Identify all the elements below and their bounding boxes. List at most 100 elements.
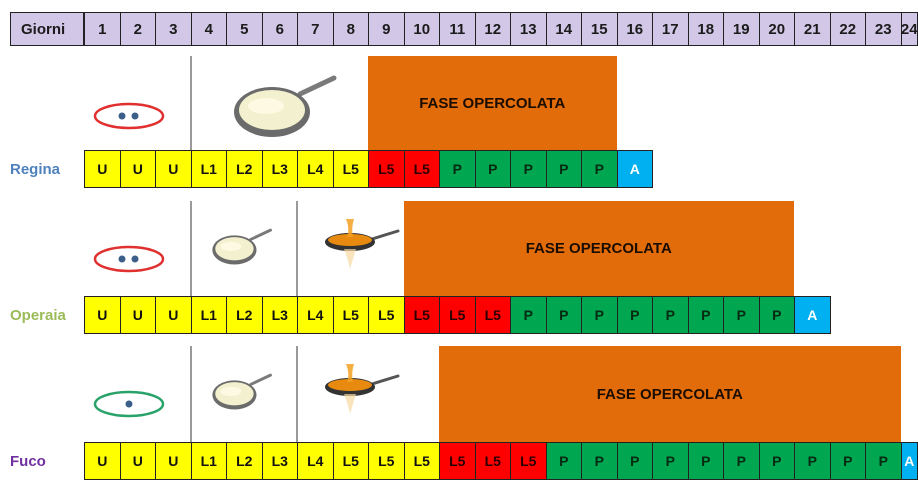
stage-cell: L5 [474,442,511,480]
stage-cell: P [439,150,476,188]
stage-cell: U [119,296,156,334]
header-day-6: 6 [261,12,298,46]
stage-cell: P [687,442,724,480]
header-day-2: 2 [119,12,156,46]
stage-cell: L5 [332,150,369,188]
header-day-11: 11 [439,12,476,46]
stage-cell: P [616,442,653,480]
header-day-13: 13 [510,12,547,46]
stage-cell: U [84,296,121,334]
stage-cell: P [758,442,795,480]
egg-cell-icon [93,102,165,130]
header-day-4: 4 [190,12,227,46]
stage-cell: L5 [332,442,369,480]
header-day-15: 15 [581,12,618,46]
column-divider [189,201,192,296]
header-day-24: 24 [900,12,918,46]
stage-cell: A [794,296,831,334]
stage-cell: P [616,296,653,334]
header-day-12: 12 [474,12,511,46]
header-day-8: 8 [332,12,369,46]
stage-cell: P [687,296,724,334]
stage-cell: U [119,442,156,480]
header-day-22: 22 [829,12,866,46]
caste-name-fuco: Fuco [10,452,46,470]
stage-cell: P [545,296,582,334]
honey-pollen-spoon-icon [325,364,400,414]
stage-cell: L5 [332,296,369,334]
header-day-16: 16 [616,12,653,46]
stage-cell: L3 [261,442,298,480]
stage-cell: P [652,442,689,480]
header-day-17: 17 [652,12,689,46]
stage-cell: P [581,442,618,480]
stage-cell: L5 [403,150,440,188]
column-divider [189,56,192,150]
stage-cell: P [581,150,618,188]
header-days-label: Giorni [10,12,84,46]
stage-cell: A [900,442,918,480]
stage-cell: P [723,296,760,334]
stage-cell: P [474,150,511,188]
honey-pollen-spoon-icon [325,219,400,269]
stage-cell: P [510,296,547,334]
stage-cell: P [794,442,831,480]
sealed-phase-operaia: FASE OPERCOLATA [403,201,794,296]
stage-cell: P [581,296,618,334]
header-day-19: 19 [723,12,760,46]
caste-name-operaia: Operaia [10,306,66,324]
stage-cell: L5 [439,296,476,334]
stage-cell: L2 [226,296,263,334]
stage-cell: U [155,150,192,188]
stage-cell: P [723,442,760,480]
header-day-18: 18 [687,12,724,46]
stage-cell: L1 [190,442,227,480]
sealed-phase-fuco: FASE OPERCOLATA [439,346,901,442]
stage-cell: L3 [261,150,298,188]
stage-cell: U [155,442,192,480]
header-day-5: 5 [226,12,263,46]
stage-cell: L5 [403,296,440,334]
stage-cell: P [545,442,582,480]
stage-cell: L5 [439,442,476,480]
stage-cell: A [616,150,653,188]
stage-cell: U [119,150,156,188]
egg-cell-icon [93,390,165,418]
column-divider [189,346,192,442]
header-day-23: 23 [865,12,902,46]
stage-cell: L4 [297,442,334,480]
royal-jelly-spoon-icon [234,75,337,137]
header-day-7: 7 [297,12,334,46]
header-day-21: 21 [794,12,831,46]
stage-cell: U [84,150,121,188]
header-day-1: 1 [84,12,121,46]
stage-cell: L3 [261,296,298,334]
header-day-14: 14 [545,12,582,46]
caste-name-regina: Regina [10,160,61,178]
stage-cell: L5 [368,296,405,334]
stage-cell: L5 [368,442,405,480]
stage-cell: P [865,442,902,480]
stage-cell: L1 [190,296,227,334]
stage-cell: P [652,296,689,334]
stage-cell: U [84,442,121,480]
stage-cell: P [758,296,795,334]
stage-cell: L2 [226,150,263,188]
column-divider [296,201,298,296]
stage-cell: L4 [297,150,334,188]
header-day-10: 10 [403,12,440,46]
stage-cell: L5 [368,150,405,188]
stage-cell: L5 [474,296,511,334]
stage-cell: L2 [226,442,263,480]
header-day-9: 9 [368,12,405,46]
stage-cell: P [829,442,866,480]
column-divider [296,346,298,442]
royal-jelly-spoon-icon [212,228,272,265]
sealed-phase-regina: FASE OPERCOLATA [368,56,617,150]
egg-cell-icon [93,245,165,273]
header-day-20: 20 [758,12,795,46]
stage-cell: P [510,150,547,188]
stage-cell: U [155,296,192,334]
header-day-3: 3 [155,12,192,46]
stage-cell: L5 [510,442,547,480]
